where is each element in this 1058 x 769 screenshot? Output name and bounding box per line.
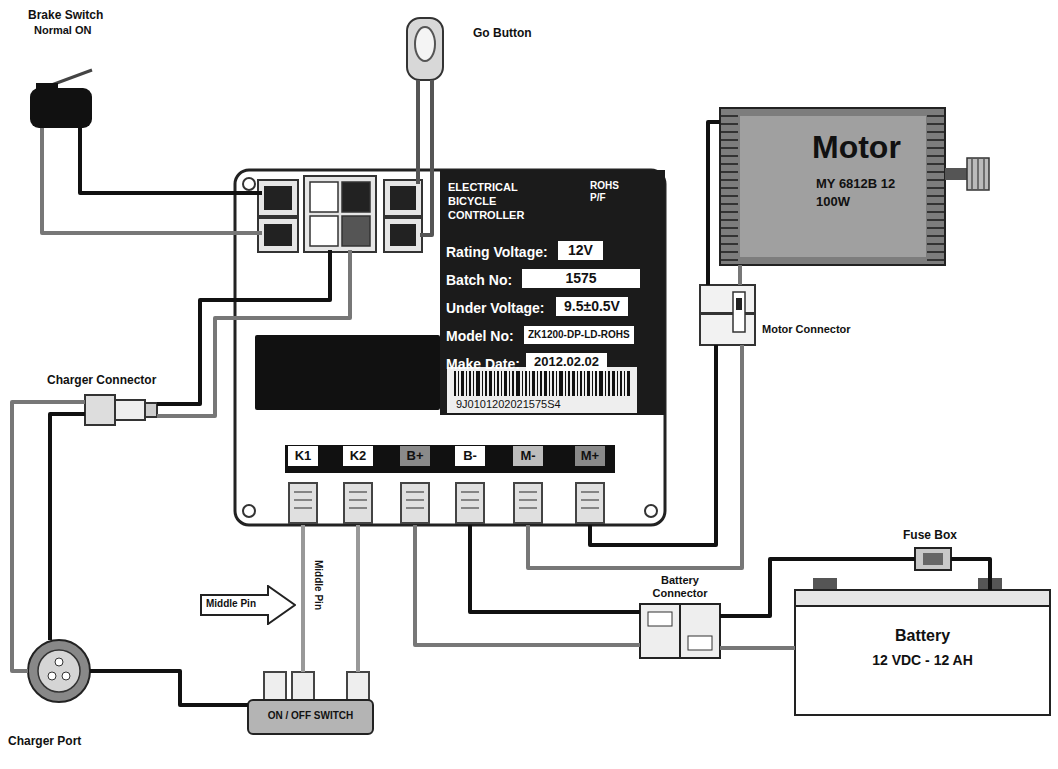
component-label: Fuse Box <box>903 528 957 542</box>
wire <box>416 80 420 170</box>
spec-value: 9.5±0.5V <box>556 297 628 316</box>
battery-connector-drawing <box>640 604 720 658</box>
on-off-switch-drawing <box>248 672 373 734</box>
wire <box>42 128 235 233</box>
motor-title: Motor <box>812 128 901 166</box>
component-label: Go Button <box>473 26 532 40</box>
spec-label: Batch No: <box>446 272 512 289</box>
spec-label: Under Voltage: <box>446 300 545 317</box>
motor-model: MY 6812B 12 <box>816 176 895 192</box>
wire <box>50 414 85 640</box>
charger-connector: Charger Connector <box>85 395 157 425</box>
motor-connector-drawing <box>700 285 755 345</box>
barcode-number: 9J0101202021575S4 <box>456 398 561 411</box>
go-button: Go Button <box>407 18 443 80</box>
on-off-switch: ON / OFF SWITCH <box>248 672 373 734</box>
battery-drawing <box>795 578 1050 715</box>
wire <box>708 122 720 285</box>
wire <box>430 80 434 170</box>
label-mark: ROHS P/F <box>590 180 624 204</box>
component-label: Battery Connector <box>640 574 720 600</box>
pointer-arrow: Middle Pin <box>200 585 296 625</box>
battery-connector: Battery Connector <box>640 604 720 658</box>
component-label: Charger Connector <box>47 373 156 387</box>
wire <box>157 318 235 416</box>
wire <box>528 345 742 568</box>
terminal-label: K1 <box>288 446 318 466</box>
wire <box>951 559 990 590</box>
spec-label: Model No: <box>446 328 514 345</box>
spec-value: 1575 <box>522 269 640 288</box>
wire <box>356 525 360 672</box>
wire <box>301 525 305 672</box>
fuse-box: Fuse Box <box>915 548 951 570</box>
terminal-label: M+ <box>575 446 605 466</box>
spec-value: ZK1200-DP-LD-ROHS <box>524 326 634 344</box>
wire <box>157 300 235 404</box>
component-label: Brake Switch <box>28 8 103 22</box>
wire <box>90 671 248 705</box>
motor-connector: Motor Connector <box>700 285 755 345</box>
wire <box>590 345 716 545</box>
wire <box>720 646 795 650</box>
terminal-label: K2 <box>343 446 373 466</box>
charger-port-drawing <box>28 640 90 702</box>
spec-label: Make Date: <box>446 356 520 373</box>
motor-drawing <box>720 108 989 265</box>
controller-label: ELECTRICAL BICYCLE CONTROLLER ROHS P/F Rat… <box>440 170 665 415</box>
spec-label: Rating Voltage: <box>446 244 548 261</box>
brake-switch: Brake SwitchNormal ON <box>30 88 92 128</box>
pin-note: Middle Pin <box>312 560 324 610</box>
label-heading: ELECTRICAL BICYCLE CONTROLLER <box>448 180 548 222</box>
battery: Battery 12 VDC - 12 AH <box>795 590 1050 715</box>
fuse-box-drawing <box>915 548 951 570</box>
charger-connector-drawing <box>85 395 157 425</box>
wire <box>12 402 85 671</box>
terminal-label: M- <box>513 446 543 466</box>
terminal-label: B- <box>455 446 485 466</box>
battery-title: Battery <box>795 626 1050 645</box>
component-label: Normal ON <box>34 24 91 37</box>
motor-power: 100W <box>816 194 850 210</box>
wire <box>80 128 235 193</box>
brake-switch-drawing <box>30 70 92 128</box>
go-button-drawing <box>407 18 443 80</box>
controller-housing: K1 K2 B+ B- M- M+ ELECTRICAL BICYCLE CONTROLLE… <box>235 170 665 525</box>
terminal-label: B+ <box>400 446 430 466</box>
charger-port: Charger Port <box>28 640 90 702</box>
pin-note: Middle Pin <box>206 598 256 610</box>
wire <box>738 265 742 285</box>
wire <box>720 559 915 616</box>
controller-drawing <box>235 170 665 525</box>
battery-rating: 12 VDC - 12 AH <box>795 652 1050 669</box>
component-label: Charger Port <box>8 734 81 748</box>
motor: Motor MY 6812B 12 100W <box>720 108 945 265</box>
switch-label: ON / OFF SWITCH <box>248 710 373 722</box>
spec-value: 2012.02.02 <box>526 353 607 371</box>
spec-value: 12V <box>558 241 603 260</box>
component-label: Motor Connector <box>762 323 851 336</box>
